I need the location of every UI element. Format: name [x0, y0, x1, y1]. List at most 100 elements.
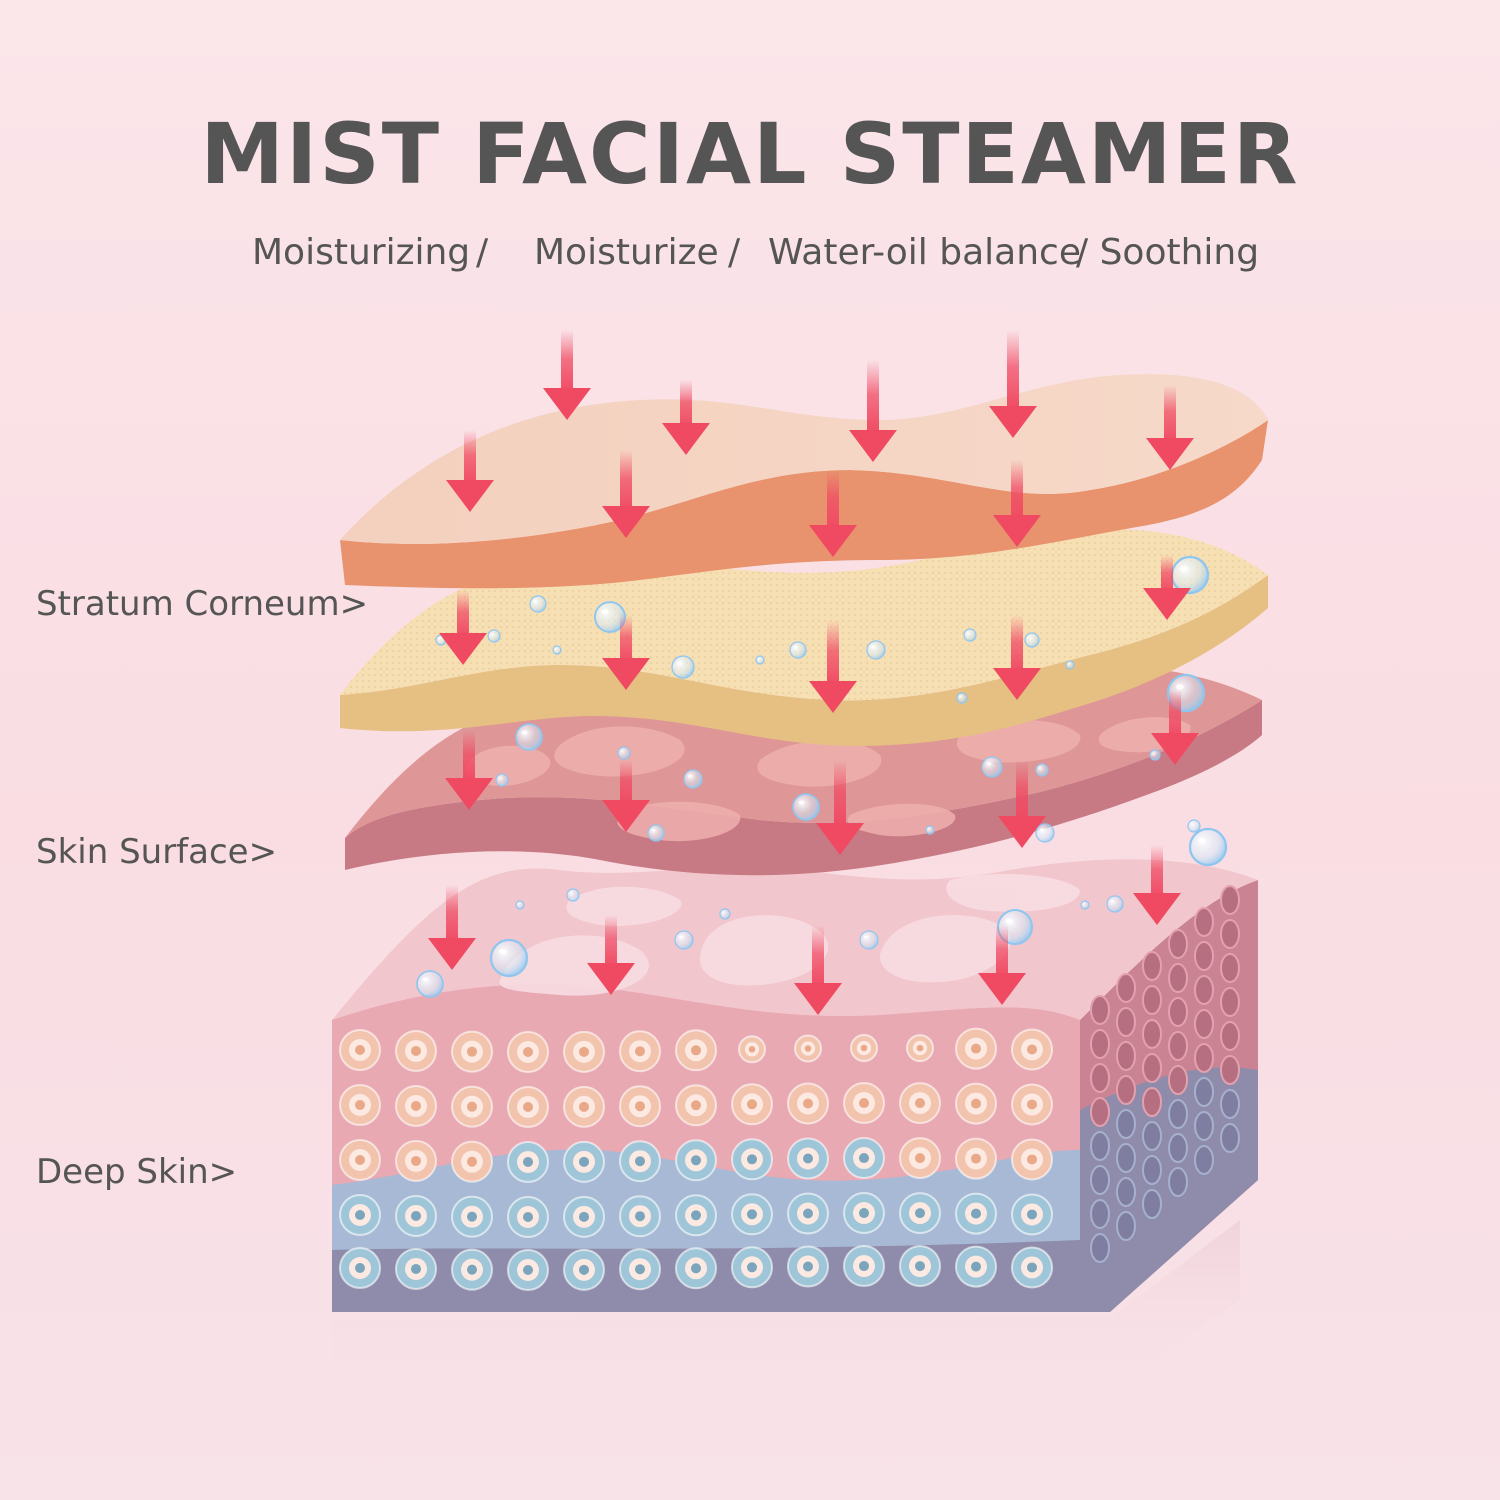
- arrow-down-icon: [587, 915, 635, 995]
- side-cell: [1194, 941, 1214, 971]
- side-cell: [1116, 1075, 1136, 1105]
- side-cell: [1168, 963, 1188, 993]
- skin-cell: [563, 1030, 605, 1073]
- skin-cell: [619, 1030, 661, 1073]
- side-cell: [1220, 1089, 1240, 1119]
- skin-cell: [955, 1245, 997, 1288]
- skin-cell: [675, 1029, 717, 1072]
- arrow-down-icon: [1143, 555, 1191, 620]
- skin-cell: [507, 1085, 549, 1128]
- water-bubble-icon: [552, 645, 562, 655]
- arrow-down-icon: [602, 615, 650, 690]
- side-cell: [1142, 1155, 1162, 1185]
- side-cell: [1220, 953, 1240, 983]
- water-bubble-icon: [515, 723, 543, 751]
- water-bubble-icon: [1065, 660, 1075, 670]
- side-cell: [1194, 907, 1214, 937]
- side-cell: [1142, 951, 1162, 981]
- skin-cell: [738, 1035, 766, 1064]
- label-deep-skin: Deep Skin>: [36, 1152, 238, 1192]
- skin-cell: [395, 1247, 437, 1290]
- side-cell: [1090, 1233, 1110, 1263]
- side-cell: [1194, 1145, 1214, 1175]
- water-bubble-icon: [859, 930, 879, 950]
- water-bubble-icon: [1035, 763, 1049, 777]
- water-bubble-icon: [1106, 895, 1124, 913]
- side-cell: [1116, 973, 1136, 1003]
- water-bubble-icon: [1170, 555, 1210, 595]
- skin-cell: [955, 1137, 997, 1180]
- side-cell: [1142, 985, 1162, 1015]
- water-bubble-icon: [495, 773, 509, 787]
- side-cell: [1116, 1143, 1136, 1173]
- arrow-down-icon: [428, 885, 476, 970]
- side-cell: [1142, 1189, 1162, 1219]
- benefit-moisturize: Moisturize: [534, 232, 719, 273]
- side-cell: [1220, 1021, 1240, 1051]
- water-bubble-icon: [671, 655, 695, 679]
- skin-cell: [899, 1082, 941, 1125]
- block-reflection: [332, 1220, 1240, 1392]
- benefit-separator: /: [476, 232, 489, 273]
- label-skin-surface: Skin Surface>: [36, 832, 278, 872]
- side-cell-grid: [1090, 885, 1240, 1263]
- arrow-down-icon: [602, 450, 650, 538]
- skin-cell: [899, 1137, 941, 1180]
- arrow-down-icon: [794, 925, 842, 1015]
- side-cell: [1220, 885, 1240, 915]
- skin-cell: [339, 1194, 381, 1236]
- side-cell: [1220, 1123, 1240, 1153]
- skin-cell: [787, 1082, 829, 1125]
- skin-cell: [906, 1034, 934, 1063]
- arrow-down-icon: [602, 760, 650, 832]
- side-cell: [1090, 1063, 1110, 1093]
- benefit-water-oil-balance: Water-oil balance: [768, 232, 1081, 273]
- skin-cell: [507, 1248, 549, 1291]
- side-cell: [1220, 919, 1240, 949]
- water-bubble-icon: [1024, 632, 1040, 648]
- arrow-down-icon: [993, 460, 1041, 547]
- skin-cell: [619, 1085, 661, 1128]
- water-bubble-icon: [755, 655, 765, 665]
- side-cell: [1116, 1041, 1136, 1071]
- water-bubble-icon: [487, 629, 501, 643]
- arrow-down-icon: [1146, 385, 1194, 470]
- water-bubble-icon: [1080, 900, 1090, 910]
- arrow-down-icon: [993, 615, 1041, 700]
- skin-cell: [619, 1140, 661, 1183]
- side-cell: [1168, 1065, 1188, 1095]
- arrow-down-icon: [1151, 690, 1199, 765]
- skin-cell: [787, 1137, 829, 1180]
- water-bubble-icon: [529, 595, 547, 613]
- side-cell: [1168, 1031, 1188, 1061]
- arrow-down-icon: [445, 730, 493, 810]
- skin-cell: [1011, 1138, 1053, 1181]
- stratum-corneum-layer: [340, 374, 1268, 589]
- water-bubble-icon: [789, 641, 807, 659]
- skin-cell: [563, 1085, 605, 1128]
- water-bubble-icon: [956, 692, 968, 704]
- side-cell: [1194, 1111, 1214, 1141]
- skin-cell: [675, 1084, 717, 1127]
- side-cell: [1090, 1165, 1110, 1195]
- water-bubble-icon: [1187, 819, 1201, 833]
- skin-cell: [339, 1247, 381, 1289]
- skin-cell: [1011, 1193, 1053, 1236]
- benefit-separator: /: [728, 232, 741, 273]
- side-cell: [1090, 1029, 1110, 1059]
- water-bubble-icon: [719, 908, 731, 920]
- skin-cell: [619, 1195, 661, 1238]
- skin-cell: [843, 1245, 885, 1288]
- side-cell: [1194, 1009, 1214, 1039]
- side-cell: [1090, 995, 1110, 1025]
- skin-cell: [563, 1248, 605, 1291]
- side-cell: [1194, 1043, 1214, 1073]
- side-cell: [1194, 1077, 1214, 1107]
- water-bubble-icon: [515, 900, 525, 910]
- arrow-down-icon: [662, 380, 710, 455]
- skin-cell: [955, 1082, 997, 1125]
- water-bubble-icon: [925, 825, 935, 835]
- water-bubble-icon: [1035, 823, 1055, 843]
- skin-cell: [731, 1193, 773, 1236]
